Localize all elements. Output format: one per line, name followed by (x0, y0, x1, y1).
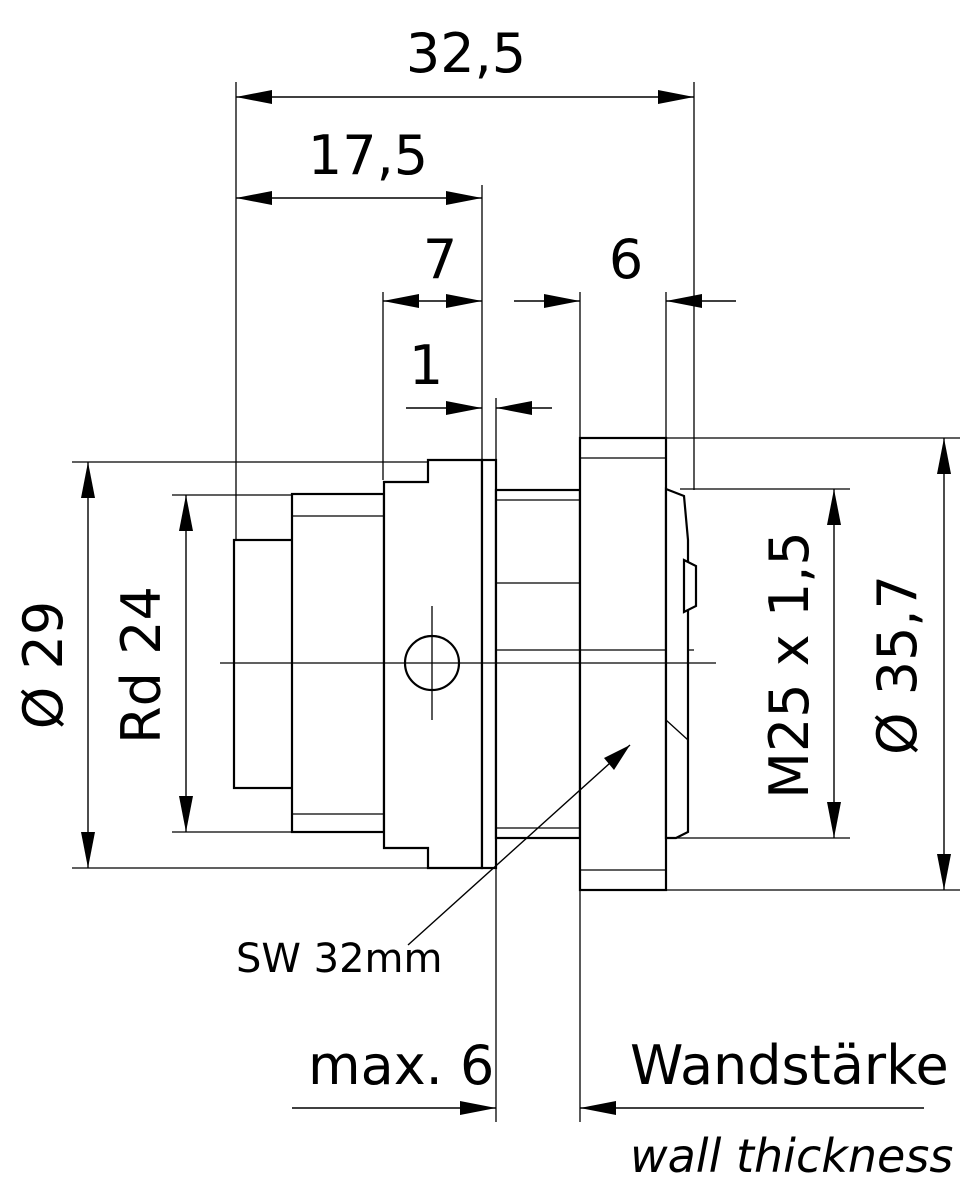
shoulder (480, 458, 498, 870)
dim-hex-length: 7 (423, 228, 457, 291)
label-wrench-size: SW 32mm (236, 936, 442, 982)
wrench-leader (407, 744, 631, 946)
label-max-panel: max. 6 (308, 1034, 494, 1097)
label-wall-en: wall thickness (630, 1129, 953, 1183)
dim-dia-flange: Ø 35,7 (866, 575, 929, 755)
dim-body-length: 17,5 (308, 124, 428, 187)
flange (578, 436, 668, 892)
panel-section (494, 488, 582, 840)
dim-dia-body: Ø 29 (12, 601, 75, 729)
connector-body (232, 436, 698, 892)
dim-dia-rd: Rd 24 (110, 586, 173, 744)
label-wall-de: Wandstärke (630, 1034, 949, 1097)
dim-total-length: 32,5 (406, 22, 526, 85)
dim-shoulder: 1 (409, 334, 443, 397)
dimension-lines (236, 90, 924, 1115)
vertical-dimension-lines (81, 438, 951, 890)
dim-thread-metric: M25 x 1,5 (758, 531, 821, 798)
dim-flange-thread: 6 (609, 228, 643, 291)
front-insert (232, 538, 296, 790)
